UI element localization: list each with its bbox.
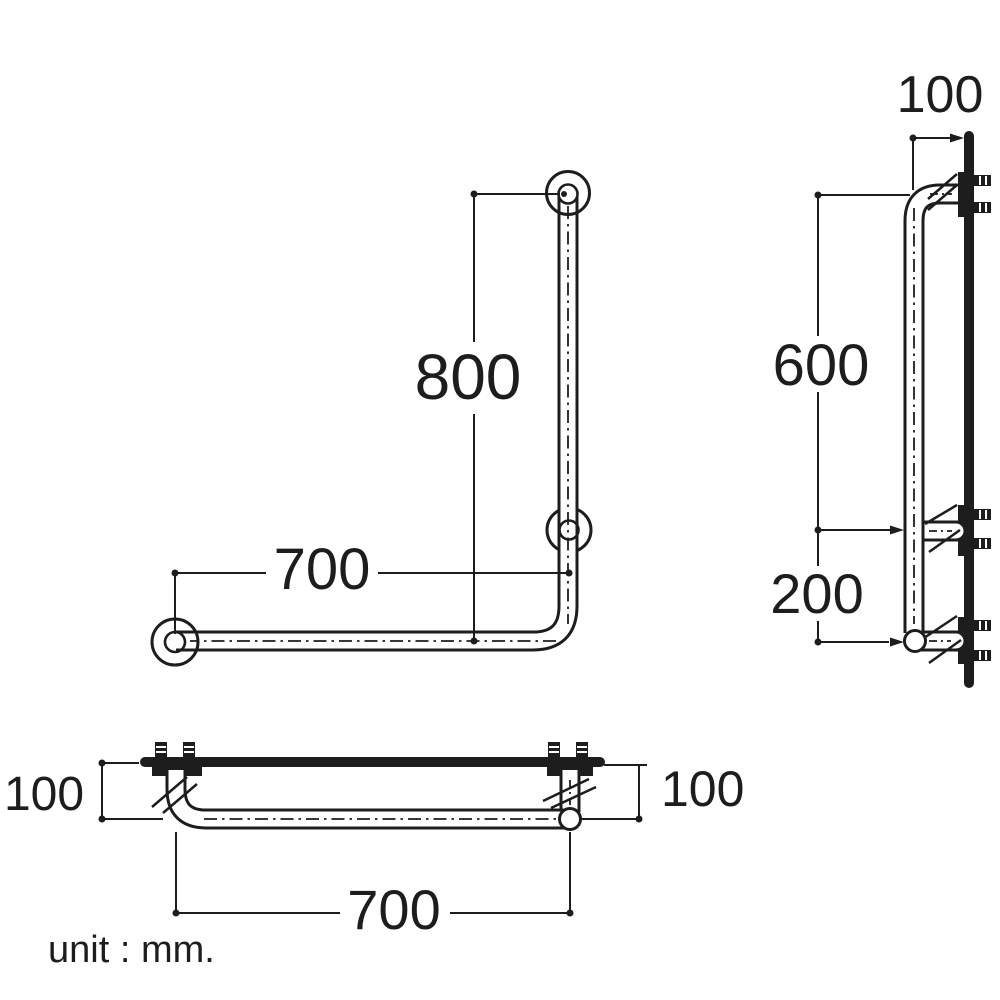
bolt-icon	[548, 742, 560, 759]
dim-endpoint-dot	[98, 759, 106, 767]
side-view: 100 600 200	[770, 66, 991, 688]
rail-end-circle-side	[903, 629, 927, 653]
dim-100-side-label: 100	[897, 66, 984, 124]
dim-endpoint-dot	[565, 569, 573, 577]
dim-endpoint-dot	[814, 638, 822, 646]
bolt-icon	[974, 509, 991, 520]
dim-100-bottom-left-label: 100	[4, 768, 84, 821]
grab-bar-inner-bottom	[168, 770, 570, 827]
bolt-icon	[974, 650, 991, 661]
bolt-icon	[974, 175, 991, 186]
grab-bar-inner-front	[176, 197, 576, 649]
dimension-100-bottom-right: 100	[582, 761, 744, 823]
dim-arrowhead	[950, 133, 964, 143]
bolt-glyphs-side	[974, 175, 991, 661]
grab-bar-outline-front	[176, 197, 579, 652]
dimension-700-bottom: 700	[172, 832, 574, 941]
bolt-icon	[576, 742, 588, 759]
dim-arrowhead	[890, 525, 904, 535]
front-view: 800 700	[150, 170, 593, 667]
dim-endpoint-dot	[909, 134, 917, 142]
dim-endpoint-dot	[566, 909, 574, 917]
bolt-icon	[974, 202, 991, 213]
dim-endpoint-dot	[635, 815, 643, 823]
bolt-icon	[183, 742, 195, 759]
junction-ticks-top	[927, 173, 958, 211]
bolt-icon	[974, 620, 991, 631]
dimension-800: 800	[415, 190, 567, 645]
dimension-600: 600	[773, 191, 910, 535]
dim-700-front-label: 700	[274, 537, 371, 602]
grab-bar-inner-side	[906, 186, 958, 633]
bolt-icon	[155, 742, 167, 759]
dim-arrowhead	[890, 637, 904, 647]
mount-plate-top	[958, 172, 969, 217]
bottom-view: 100 100 700	[4, 742, 744, 941]
dim-endpoint-dot	[561, 191, 567, 197]
dim-600-label: 600	[773, 333, 870, 398]
dim-200-label: 200	[770, 562, 863, 625]
bolt-icon	[974, 538, 991, 549]
dimension-100-bottom-left: 100	[4, 759, 163, 823]
dim-endpoint-dot	[98, 815, 106, 823]
junction-ticks-mid	[924, 503, 961, 554]
mid-support-stub-front	[558, 519, 580, 541]
dim-endpoint-dot	[171, 569, 179, 577]
bar-end-circle-bottom	[558, 807, 582, 831]
dim-endpoint-dot	[470, 637, 478, 645]
junction-ticks-left-bottom	[151, 776, 198, 814]
dimension-100-side: 100	[897, 66, 984, 190]
bolt-thread-lines	[156, 746, 587, 753]
dim-endpoint-dot	[814, 191, 822, 199]
junction-ticks-bottom	[923, 614, 962, 665]
bolt-thread-lines	[979, 176, 987, 660]
dimension-700-front: 700	[171, 537, 573, 634]
dim-700-bottom-label: 700	[347, 878, 440, 941]
dimension-200: 200	[770, 530, 904, 647]
dim-800-label: 800	[415, 341, 522, 413]
bolt-glyphs-bottom	[155, 742, 588, 759]
junction-ticks-right-bottom	[542, 777, 597, 810]
dim-endpoint-dot	[172, 909, 180, 917]
unit-note: unit : mm.	[48, 929, 215, 971]
dim-endpoint-dot	[470, 190, 478, 198]
dim-100-bottom-right-label: 100	[661, 761, 744, 817]
